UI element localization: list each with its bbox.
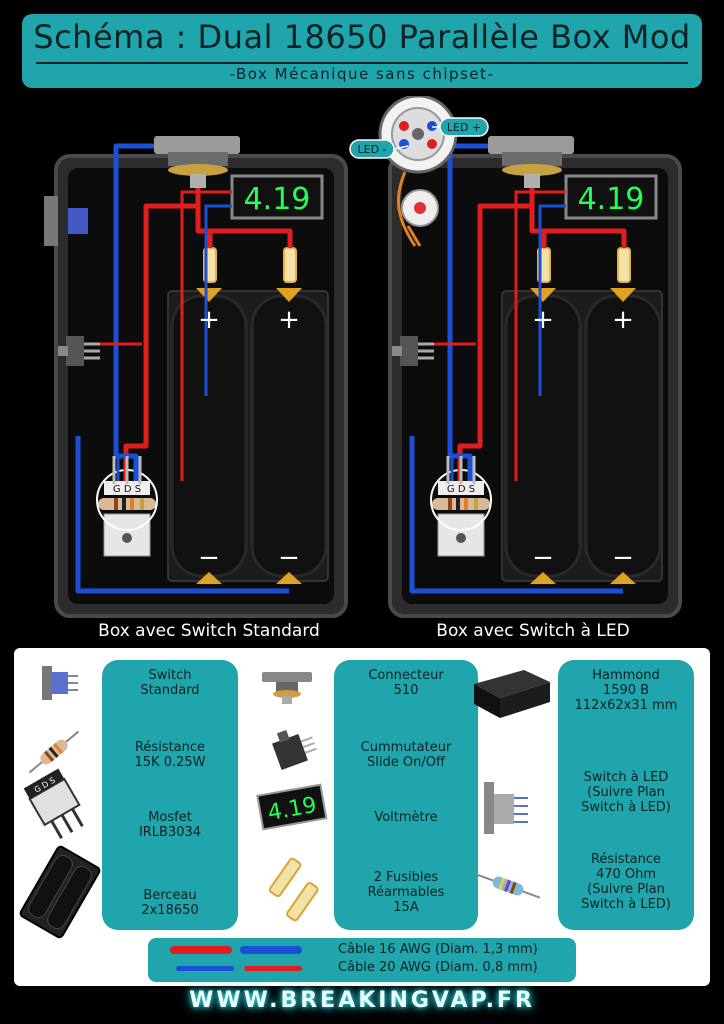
battery-cradle-icon xyxy=(19,845,101,939)
cable-16-label: Câble 16 AWG (Diam. 1,3 mm) xyxy=(338,942,538,957)
standard-switch-icon xyxy=(44,196,58,246)
page-subtitle: -Box Mécanique sans chipset- xyxy=(229,65,495,83)
label-cummutateur: Cummutateur Slide On/Off xyxy=(360,740,452,770)
label-resistance-15k: Résistance 15K 0.25W xyxy=(134,740,206,770)
wiring-diagrams: 4.19 G D S + + − − 4.19 G D S + + − − LE… xyxy=(44,96,724,641)
cable-20-red xyxy=(244,966,302,971)
mosfet-icon: G D S xyxy=(23,768,84,839)
battery-plus-2a: + xyxy=(532,305,554,335)
cable-16-blue xyxy=(240,946,302,954)
switch-body xyxy=(68,208,88,234)
fuses-icon xyxy=(268,857,319,922)
led-switch-icon-legend xyxy=(484,782,528,834)
title-banner: Schéma : Dual 18650 Parallèle Box Mod -B… xyxy=(22,14,702,88)
title-divider xyxy=(36,62,688,64)
resistor-icon xyxy=(28,730,80,774)
cable-legend: Câble 16 AWG (Diam. 1,3 mm) Câble 20 AWG… xyxy=(148,938,576,982)
label-berceau: Berceau 2x18650 xyxy=(141,888,199,918)
legend-panel: Switch Standard Résistance 15K 0.25W Mos… xyxy=(14,648,710,986)
connector-510-icon xyxy=(262,672,312,704)
label-switch-led: Switch à LED (Suivre Plan Switch à LED) xyxy=(581,770,671,815)
caption-standard: Box avec Switch Standard xyxy=(98,621,320,641)
hammond-box-icon xyxy=(474,670,550,718)
label-resistance-470: Résistance 470 Ohm (Suivre Plan Switch à… xyxy=(581,852,671,912)
led-switch-zoom: LED + LED - xyxy=(349,96,489,247)
legend-card-3: Hammond 1590 B 112x62x31 mm Switch à LED… xyxy=(558,660,694,930)
battery-minus-1b: − xyxy=(278,543,300,573)
led-minus-label: LED - xyxy=(357,143,386,156)
label-voltmetre: Voltmètre xyxy=(374,810,438,825)
battery-plus-2b: + xyxy=(612,305,634,335)
battery-plus-1b: + xyxy=(278,305,300,335)
switch-standard-icon xyxy=(42,666,78,700)
led-plus-label: LED + xyxy=(447,121,481,134)
legend-card-1: Switch Standard Résistance 15K 0.25W Mos… xyxy=(102,660,238,930)
label-fusibles: 2 Fusibles Réarmables 15A xyxy=(367,870,445,915)
voltmeter-readout-2: 4.19 xyxy=(578,182,645,217)
mosfet-pins-2: G D S xyxy=(447,484,475,495)
footer-url: WWW.BREAKINGVAP.FR xyxy=(189,988,535,1013)
battery-minus-1a: − xyxy=(198,543,220,573)
page-title: Schéma : Dual 18650 Parallèle Box Mod xyxy=(33,18,691,56)
label-connecteur: Connecteur 510 xyxy=(368,668,444,698)
battery-minus-2a: − xyxy=(532,543,554,573)
diagram-led-switch: 4.19 G D S + + − − xyxy=(390,136,680,616)
slide-switch-icon xyxy=(272,729,317,770)
label-switch-standard: Switch Standard xyxy=(140,668,200,698)
voltmeter-readout-1: 4.19 xyxy=(244,182,311,217)
label-hammond: Hammond 1590 B 112x62x31 mm xyxy=(574,668,678,713)
voltmeter-icon: 4.19 xyxy=(256,783,328,831)
mosfet-pins-1: G D S xyxy=(113,484,141,495)
label-mosfet: Mosfet IRLB3034 xyxy=(138,810,202,840)
battery-plus-1a: + xyxy=(198,305,220,335)
resistor-470-icon xyxy=(475,873,541,899)
cable-16-red xyxy=(170,946,232,954)
cable-20-blue xyxy=(176,966,234,971)
legend-card-2: Connecteur 510 Cummutateur Slide On/Off … xyxy=(334,660,478,930)
diagram-standard-switch: 4.19 G D S + + − − xyxy=(44,136,346,616)
battery-minus-2b: − xyxy=(612,543,634,573)
legend-icons: G D S 4.19 xyxy=(19,666,550,939)
cable-20-label: Câble 20 AWG (Diam. 0,8 mm) xyxy=(338,960,538,975)
caption-led: Box avec Switch à LED xyxy=(436,621,629,641)
